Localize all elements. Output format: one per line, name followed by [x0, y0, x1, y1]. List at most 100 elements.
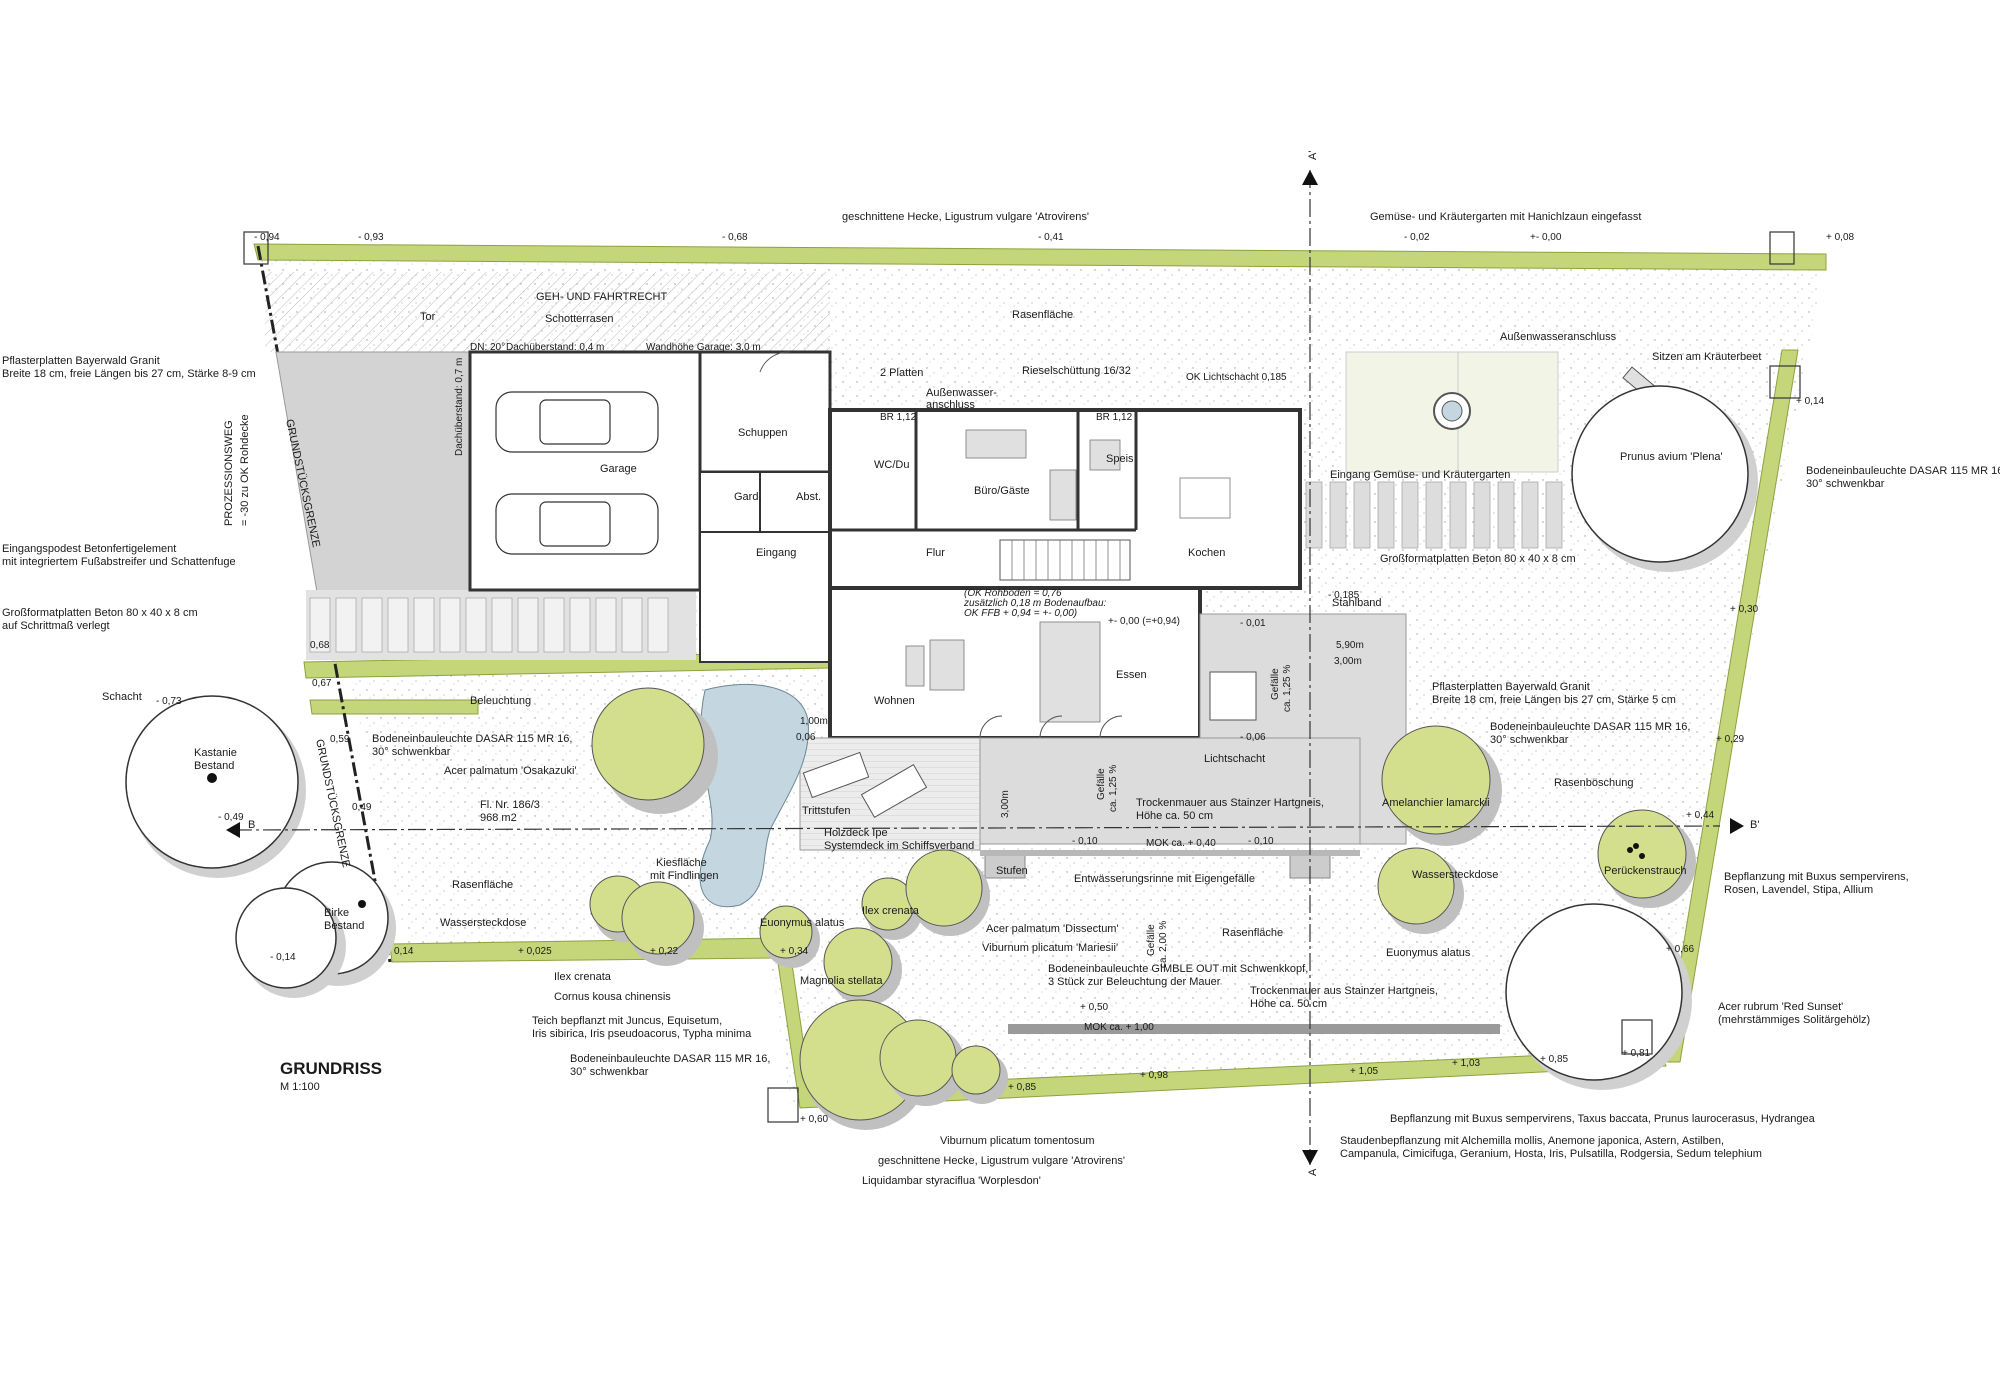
level-5: - 0,02 — [1404, 232, 1430, 243]
label-bepflanzung-r2: Rosen, Lavendel, Stipa, Allium — [1724, 884, 1873, 896]
label-tor: Tor — [420, 311, 436, 323]
level-33: + 0,66 — [1666, 944, 1695, 955]
label-bodeneinbau-r1: Bodeneinbauleuchte DASAR 115 MR 16, — [1806, 465, 2000, 477]
level-21: 0,49 — [352, 802, 372, 813]
label-birke: Birke — [324, 907, 349, 919]
level-9: - 0,185 — [1328, 590, 1360, 601]
label-geh: GEH- UND FAHRTRECHT — [536, 291, 667, 303]
level-12: - 0,06 — [1240, 732, 1266, 743]
label-wassersteckdose-r: Wassersteckdose — [1412, 869, 1498, 881]
label-sitzen: Sitzen am Kräuterbeet — [1652, 351, 1761, 363]
level-32: MOK ca. + 1,00 — [1084, 1022, 1154, 1033]
label-aussenwasser: Außenwasser- — [926, 387, 997, 399]
label-grossformat-l1: Großformatplatten Beton 80 x 40 x 8 cm — [2, 607, 198, 619]
level-7: + 0,08 — [1826, 232, 1855, 243]
level-13: + 0,30 — [1730, 604, 1759, 615]
room-schuppen: Schuppen — [738, 427, 788, 439]
label-eingangspodest2: mit integriertem Fußabstreifer und Schat… — [2, 556, 236, 568]
label-riesel: Rieselschüttung 16/32 — [1022, 365, 1131, 377]
level-35: + 1,05 — [1350, 1066, 1379, 1077]
label-viburnum-tomentosum: Viburnum plicatum tomentosum — [940, 1135, 1094, 1147]
label-viburnum-mariesii: Viburnum plicatum 'Mariesii' — [982, 942, 1118, 954]
label-section-a-top: A' — [1307, 151, 1319, 160]
dimension-labels: 5,90m 3,00m 3,00m 1,00m BR 1,12 BR 1,12 — [800, 412, 1364, 818]
room-buero: Büro/Gäste — [974, 485, 1030, 497]
label-gefaelle3: Gefälle — [1146, 924, 1157, 956]
level-40: + 0,60 — [800, 1114, 829, 1125]
label-grossformat-r: Großformatplatten Beton 80 x 40 x 8 cm — [1380, 553, 1576, 565]
level-2: - 0,93 — [358, 232, 384, 243]
level-4: - 0,41 — [1038, 232, 1064, 243]
label-gefaelle1: Gefälle — [1270, 668, 1281, 700]
shed — [698, 350, 832, 474]
label-bestand-kastanie: Bestand — [194, 760, 234, 772]
room-abst: Abst. — [796, 491, 821, 503]
window-bays — [759, 351, 1123, 739]
level-22: - 0,10 — [1072, 836, 1098, 847]
level-29: + 0,22 — [650, 946, 679, 957]
level-25: + 0,44 — [1686, 810, 1715, 821]
label-acer-rubrum2: (mehrstämmiges Solitärgehölz) — [1718, 1014, 1870, 1026]
property-boundary — [256, 245, 392, 963]
tree-trunks — [207, 773, 1645, 908]
label-peruecken: Perückenstrauch — [1604, 865, 1687, 877]
label-fl-nr: Fl. Nr. 186/3 — [480, 799, 540, 811]
label-bodeneinbau-b2: 30° schwenkbar — [570, 1066, 649, 1078]
label-gefaelle2: Gefälle — [1096, 768, 1107, 800]
label-dn: DN: 20° — [470, 342, 505, 353]
level-11: - 0,01 — [1240, 618, 1266, 629]
stepping-slabs-right — [1305, 481, 1563, 549]
label-eingangspodest1: Eingangspodest Betonfertigelement — [2, 543, 176, 555]
label-lichtschacht-ok: OK Lichtschacht 0,185 — [1186, 372, 1287, 383]
label-bodeneinbau-gimble2: 3 Stück zur Beleuchtung der Mauer — [1048, 976, 1221, 988]
hedge-top — [253, 243, 1827, 271]
room-wohnen: Wohnen — [874, 695, 915, 707]
level-27: 0,14 — [394, 946, 414, 957]
room-speis: Speis — [1106, 453, 1134, 465]
level-31: + 0,50 — [1080, 1002, 1109, 1013]
label-bodeneinbau-l1: Bodeneinbauleuchte DASAR 115 MR 16, — [372, 733, 572, 745]
label-rasenboeschung: Rasenböschung — [1554, 777, 1634, 789]
level-16: - 0,73 — [156, 696, 182, 707]
dim-100: 1,00m — [800, 716, 828, 727]
dim-300: 3,00m — [1334, 656, 1362, 667]
car-top — [495, 391, 659, 453]
level-20: - 0,49 — [218, 812, 244, 823]
hedge-right — [1663, 349, 1799, 1063]
level-labels: - 0,94 - 0,93 - 0,68 - 0,41 - 0,02 +- 0,… — [156, 232, 1855, 1125]
level-15: 0,67 — [312, 678, 332, 689]
hedge-left-mid2 — [309, 699, 479, 715]
label-anschluss: anschluss — [926, 399, 975, 411]
label-beleuchtung: Beleuchtung — [470, 695, 531, 707]
label-magnolia: Magnolia stellata — [800, 975, 883, 987]
level-24: - 0,10 — [1248, 836, 1274, 847]
label-ilex-crenata-c: Ilex crenata — [862, 905, 920, 917]
label-kiesflaeche2: mit Findlingen — [650, 870, 718, 882]
gard-room — [699, 471, 761, 533]
label-pflaster-l1: Pflasterplatten Bayerwald Granit — [2, 355, 160, 367]
label-stauden2: Campanula, Cimicifuga, Geranium, Hosta, … — [1340, 1148, 1762, 1160]
label-gemuese: Gemüse- und Kräutergarten mit Hanichlzau… — [1370, 211, 1641, 223]
label-acer-dissectum: Acer palmatum 'Dissectum' — [986, 923, 1119, 935]
label-stauden1: Staudenbepflanzung mit Alchemilla mollis… — [1340, 1135, 1724, 1147]
level-8: + 0,14 — [1796, 396, 1825, 407]
herb-bed-right — [1457, 351, 1559, 473]
level-1: - 0,94 — [254, 232, 280, 243]
label-teich2: Iris sibirica, Iris pseudoacorus, Typha … — [532, 1028, 752, 1040]
label-hecke-top: geschnittene Hecke, Ligustrum vulgare 'A… — [842, 211, 1089, 223]
label-trockenmauer2a: Trockenmauer aus Stainzer Hartgneis, — [1250, 985, 1438, 997]
label-schotter: Schotterrasen — [545, 313, 613, 325]
label-schwenkbar: 30° schwenkbar — [1806, 478, 1885, 490]
label-euonymus-l: Euonymus alatus — [760, 917, 845, 929]
level-18: 0,06 — [796, 732, 816, 743]
label-trittstufen: Trittstufen — [802, 805, 851, 817]
dim-br1: BR 1,12 — [880, 412, 917, 423]
label-wassersteckdose-l: Wassersteckdose — [440, 917, 526, 929]
house-lower — [828, 586, 1202, 740]
label-kastanie: Kastanie — [194, 747, 237, 759]
label-prozessionsweg2: = -30 zu OK Rohdecke — [239, 414, 251, 526]
level-37: + 0,85 — [1540, 1054, 1569, 1065]
level-19: + 0,29 — [1716, 734, 1745, 745]
level-6: +- 0,00 — [1530, 232, 1562, 243]
